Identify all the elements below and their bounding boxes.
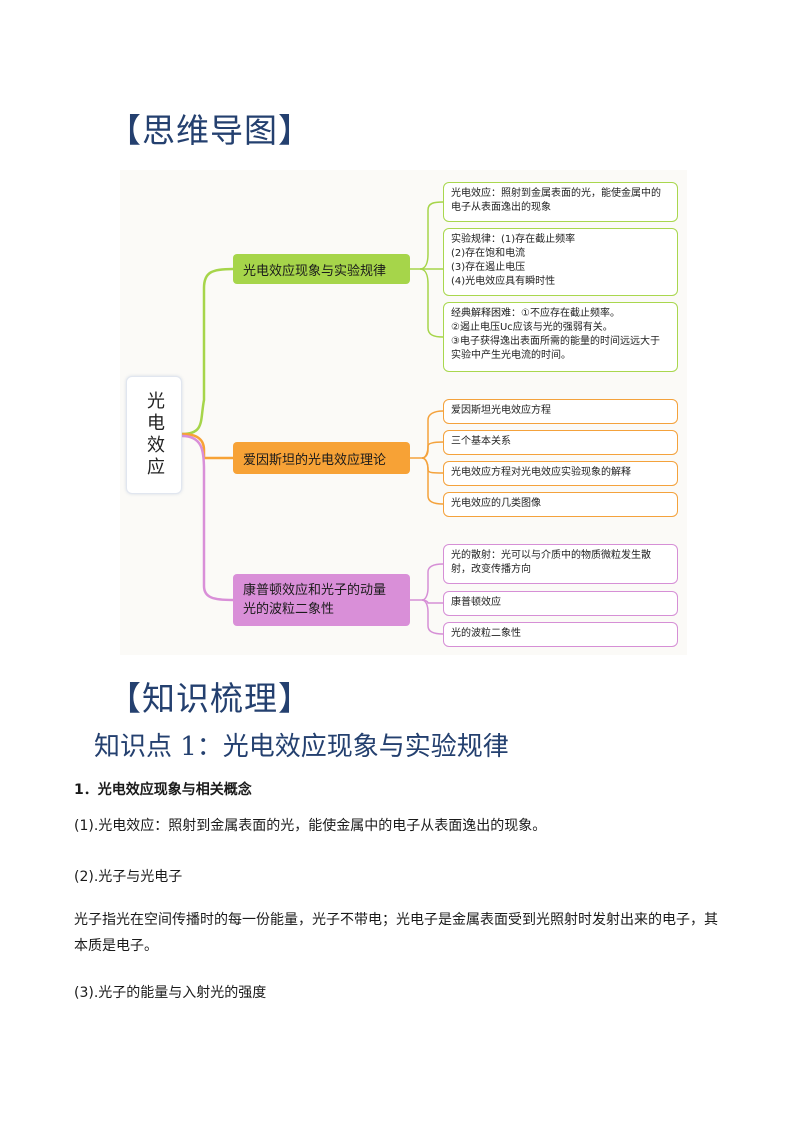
paragraph-2: (2).光子与光电子: [74, 869, 183, 885]
leaf-three-relations: 三个基本关系: [443, 430, 678, 455]
paragraph-3: 光子指光在空间传播时的每一份能量，光子不带电；光电子是金属表面受到光照射时发射出…: [74, 912, 718, 954]
leaf-equation-explanation: 光电效应方程对光电效应实验现象的解释: [443, 461, 678, 486]
leaf-graphs: 光电效应的几类图像: [443, 492, 678, 517]
paragraph-1: (1).光电效应：照射到金属表面的光，能使金属中的电子从表面逸出的现象。: [74, 818, 547, 834]
paragraph-4: (3).光子的能量与入射光的强度: [74, 985, 267, 1001]
leaf-einstein-equation: 爱因斯坦光电效应方程: [443, 399, 678, 424]
knowledge-heading: 【知识梳理】: [108, 679, 312, 718]
branch-photoelectric-phenomenon: 光电效应现象与实验规律: [233, 254, 410, 284]
branch-einstein-theory: 爱因斯坦的光电效应理论: [233, 442, 410, 474]
leaf-classical-difficulties: 经典解释困难：①不应存在截止频率。 ②遏止电压Uc应该与光的强弱有关。 ③电子获…: [443, 302, 678, 372]
leaf-compton-effect: 康普顿效应: [443, 591, 678, 616]
leaf-definition: 光电效应：照射到金属表面的光，能使金属中的 电子从表面逸出的现象: [443, 182, 678, 222]
leaf-wave-particle-duality: 光的波粒二象性: [443, 622, 678, 647]
mind-map-connectors: [181, 201, 444, 635]
root-label: 光电效应: [144, 391, 165, 479]
leaf-light-scattering: 光的散射：光可以与介质中的物质微粒发生散 射，改变传播方向: [443, 544, 678, 584]
mind-map-root: 光电效应: [126, 376, 182, 494]
mindmap-heading: 【思维导图】: [108, 111, 312, 150]
leaf-experimental-laws: 实验规律：(1)存在截止频率 (2)存在饱和电流 (3)存在遏止电压 (4)光电…: [443, 228, 678, 296]
section-heading: 1．光电效应现象与相关概念: [74, 782, 252, 798]
branch-compton-label: 康普顿效应和光子的动量 光的波粒二象性: [243, 583, 387, 617]
branch-compton-effect: 康普顿效应和光子的动量 光的波粒二象性: [233, 574, 410, 626]
knowledge-point-title: 知识点 1：光电效应现象与实验规律: [94, 732, 509, 762]
mind-map: 光电效应 光电效应现象与实验规律 爱因斯坦的光电效应理论 康普顿效应和光子的动量…: [120, 170, 687, 655]
